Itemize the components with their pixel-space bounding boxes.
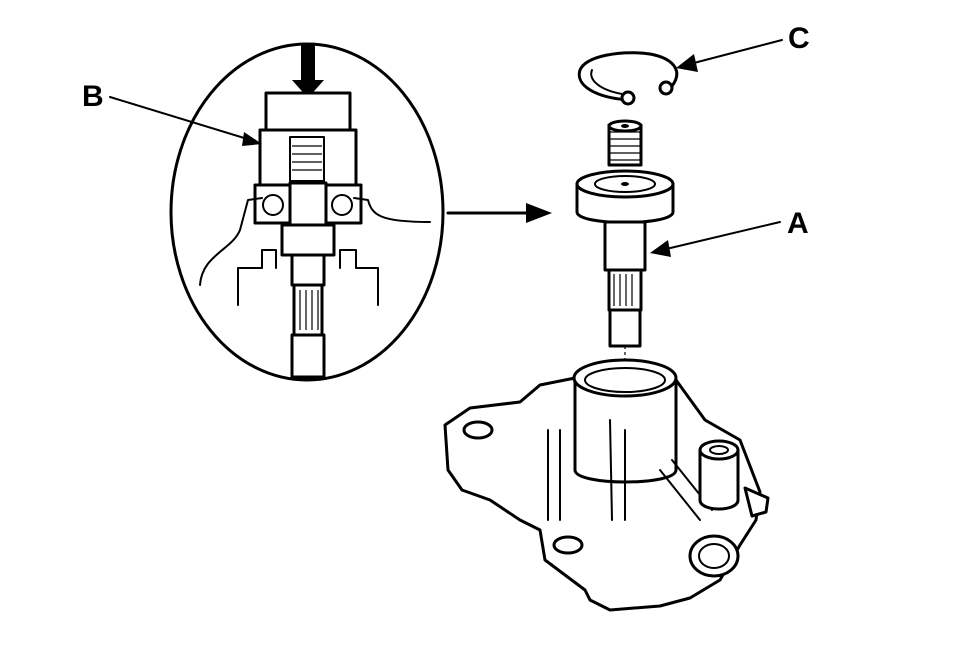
inset-housing-left: [199, 197, 263, 286]
detail-direction-arrow: [446, 203, 552, 223]
leader-a: [650, 221, 781, 257]
callout-label-a: A: [787, 207, 809, 240]
detail-inset: [169, 42, 445, 382]
callout-label-b: B: [82, 80, 104, 113]
inset-bearing-ball-left: [262, 194, 284, 216]
press-tool-collar: [258, 128, 358, 187]
press-arrow-icon: [292, 44, 324, 98]
inset-housing-right: [353, 197, 431, 223]
snap-ring: [577, 51, 679, 106]
inset-bearing-ball-right: [331, 194, 353, 216]
callout-label-c: C: [788, 22, 810, 55]
press-tool: [264, 91, 352, 132]
inset-housing-base: [237, 249, 379, 306]
leader-c: [676, 39, 783, 72]
leader-b: [109, 96, 262, 146]
shaft-assembly: [575, 119, 675, 370]
housing: [443, 358, 770, 612]
inset-shaft: [280, 181, 336, 379]
press-tool-bore: [289, 136, 325, 182]
